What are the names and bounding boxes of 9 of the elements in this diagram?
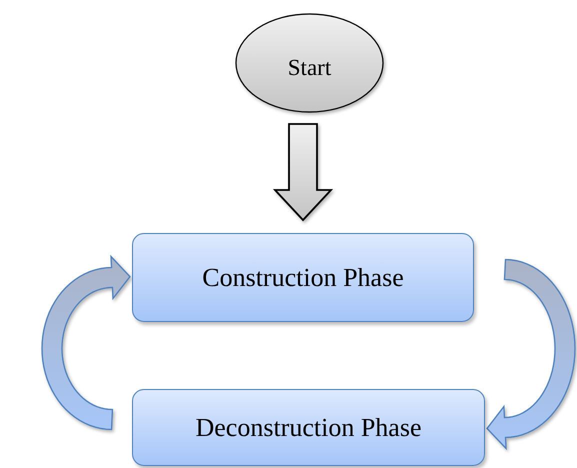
curved-arrow — [41, 254, 131, 430]
curved-arrow — [486, 258, 576, 450]
node-label: Deconstruction Phase — [195, 412, 422, 442]
start-ellipse — [235, 13, 384, 113]
phase-box — [132, 233, 474, 322]
node-label: Start — [288, 55, 332, 81]
phase-box — [132, 389, 485, 466]
block-arrow — [272, 123, 334, 222]
node-label: Construction Phase — [202, 262, 404, 292]
